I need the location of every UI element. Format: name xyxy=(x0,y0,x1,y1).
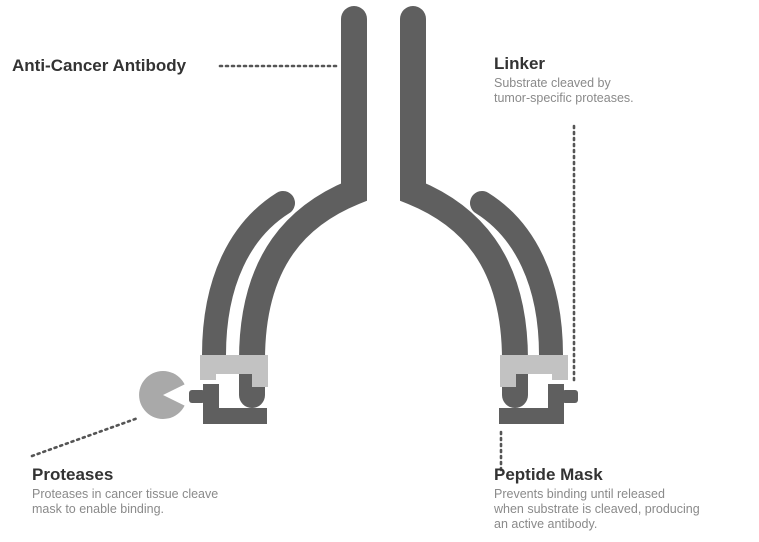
proteases-label: Proteases Proteases in cancer tissue cle… xyxy=(32,465,218,517)
peptide-mask-desc-line-3: an active antibody. xyxy=(494,517,700,532)
linker-desc-line-1: Substrate cleaved by xyxy=(494,76,634,91)
proteases-desc-line-1: Proteases in cancer tissue cleave xyxy=(32,487,218,502)
linker-title: Linker xyxy=(494,54,634,74)
protease-shape xyxy=(139,371,185,419)
peptide-mask-title: Peptide Mask xyxy=(494,465,700,485)
linker-label: Linker Substrate cleaved by tumor-specif… xyxy=(494,54,634,106)
proteases-leader-line xyxy=(32,418,138,456)
peptide-mask-label: Peptide Mask Prevents binding until rele… xyxy=(494,465,700,532)
right-linker-knob xyxy=(562,390,578,403)
antibody-label: Anti-Cancer Antibody xyxy=(12,56,186,76)
linker-desc-line-2: tumor-specific proteases. xyxy=(494,91,634,106)
peptide-mask-desc-line-2: when substrate is cleaved, producing xyxy=(494,502,700,517)
antibody-title: Anti-Cancer Antibody xyxy=(12,56,186,76)
left-binding-site xyxy=(200,355,268,387)
left-linker-knob xyxy=(189,390,205,403)
proteases-title: Proteases xyxy=(32,465,218,485)
proteases-desc-line-2: mask to enable binding. xyxy=(32,502,218,517)
right-binding-site xyxy=(500,355,568,387)
peptide-mask-desc-line-1: Prevents binding until released xyxy=(494,487,700,502)
